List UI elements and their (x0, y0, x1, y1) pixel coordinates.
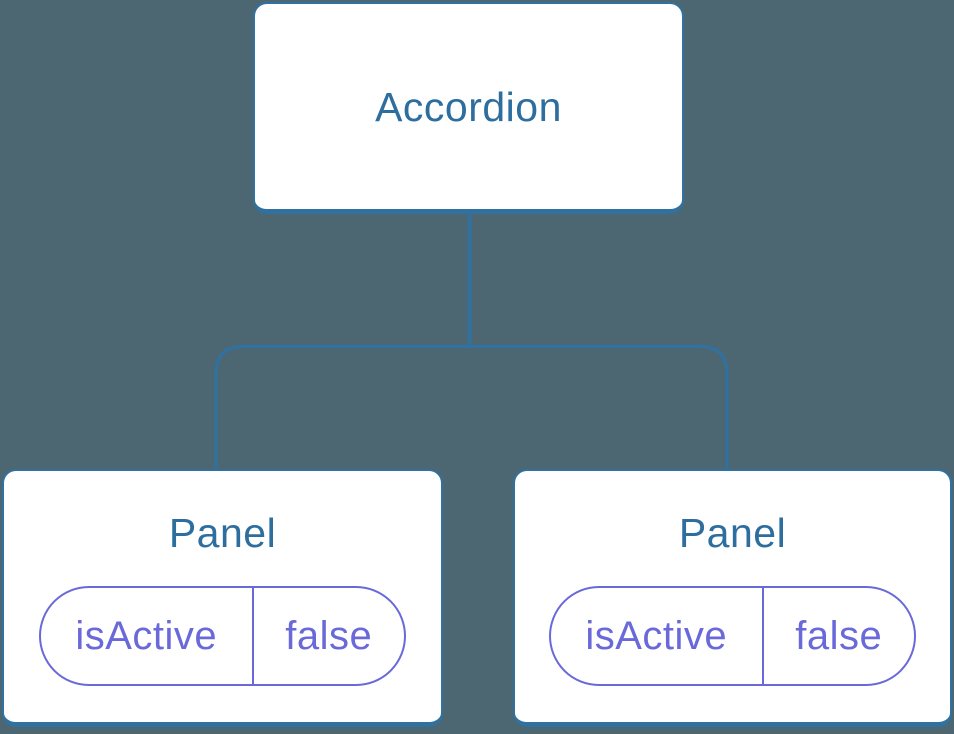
connector-branch-bracket (214, 344, 729, 471)
state-value-label: false (285, 613, 373, 658)
state-value-label: false (795, 613, 883, 658)
state-key-label: isActive (551, 588, 764, 684)
state-pill-right: isActive false (549, 586, 916, 686)
panel-node-left-label: Panel (168, 510, 277, 556)
panel-node-left: Panel isActive false (2, 469, 443, 727)
state-pill-left: isActive false (39, 586, 406, 686)
panel-node-right-label: Panel (678, 510, 787, 556)
accordion-node-label: Accordion (375, 83, 562, 130)
panel-node-right: Panel isActive false (513, 469, 952, 727)
accordion-node: Accordion (253, 2, 684, 214)
state-key-label: isActive (41, 588, 254, 684)
